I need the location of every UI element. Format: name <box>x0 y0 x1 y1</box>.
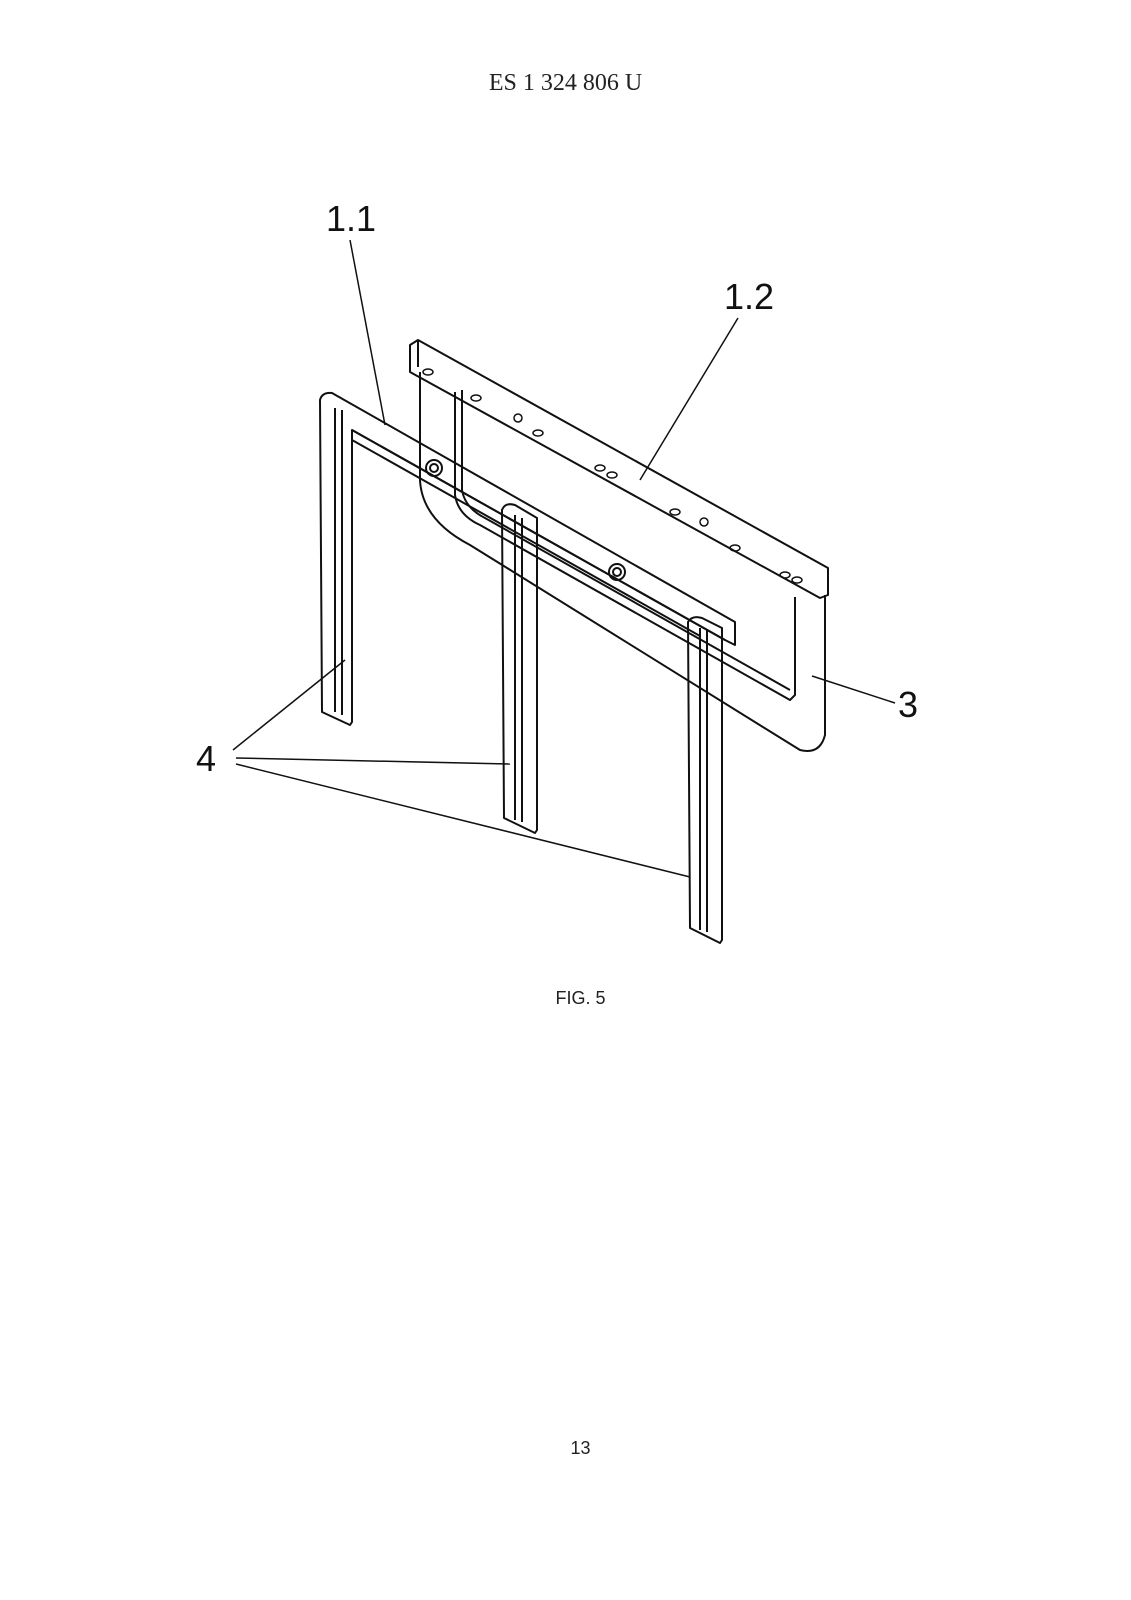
page-number: 13 <box>570 1438 591 1458</box>
figure-caption: FIG. 5 <box>555 988 606 1008</box>
label-front-frame: 1.1 <box>326 198 377 239</box>
leader-lines <box>232 239 896 878</box>
back-frame <box>409 339 829 752</box>
label-legs: 4 <box>196 738 217 779</box>
publication-number: ES 1 324 806 U <box>488 70 643 96</box>
label-back-frame: 1.2 <box>724 276 775 317</box>
label-panel: 3 <box>898 684 919 725</box>
front-frame <box>319 391 736 944</box>
